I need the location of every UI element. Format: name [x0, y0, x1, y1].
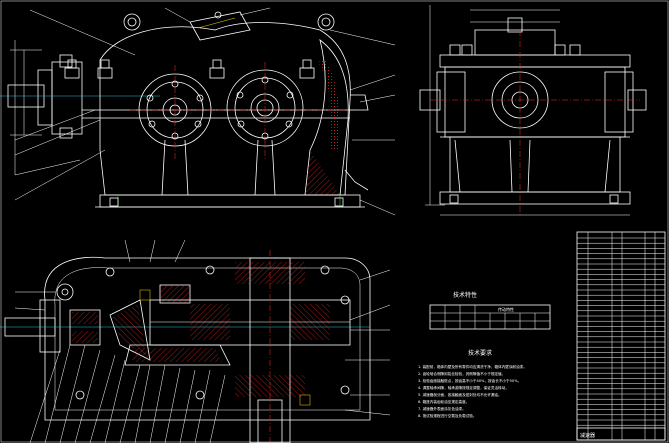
note-line: 5. 减速器剖分面、各接触面及密封处均不允许漏油。 [418, 392, 502, 397]
note-line: 4. 调整轴承间隙，轴承游隙按规定调整，保证灵活转动。 [418, 385, 509, 390]
note-line: 8. 按试验规程进行空载及负载试验。 [418, 413, 476, 418]
note-line: 2. 齿轮啮合侧隙用铅丝检验，其侧隙值不小于规定值。 [418, 371, 505, 376]
tech-table-title: 技术特性 [453, 291, 477, 299]
tech-table: 技术特性 传动特性 [429, 291, 551, 330]
note-line: 6. 箱座内装齿轮油至规定高度。 [418, 399, 469, 404]
tech-table-header: 传动特性 [498, 306, 514, 312]
parts-list: 减速器 [576, 231, 666, 441]
side-view [419, 5, 647, 216]
title-block-label: 减速器 [580, 432, 595, 439]
note-line: 1. 装配前，箱体内壁及所有零件均应清洗干净，箱体内壁涂耐油漆。 [418, 364, 527, 369]
technical-requirements: 技术要求 1. 装配前，箱体内壁及所有零件均应清洗干净，箱体内壁涂耐油漆。 2.… [418, 349, 527, 418]
note-line: 7. 减速器外表面涂灰色油漆。 [418, 406, 466, 411]
front-view [0, 7, 396, 216]
notes-title: 技术要求 [468, 349, 492, 357]
note-line: 3. 检验齿面接触斑点，按齿高不小于40%，按齿长不小于50%。 [418, 378, 521, 383]
top-section-view [0, 239, 391, 443]
